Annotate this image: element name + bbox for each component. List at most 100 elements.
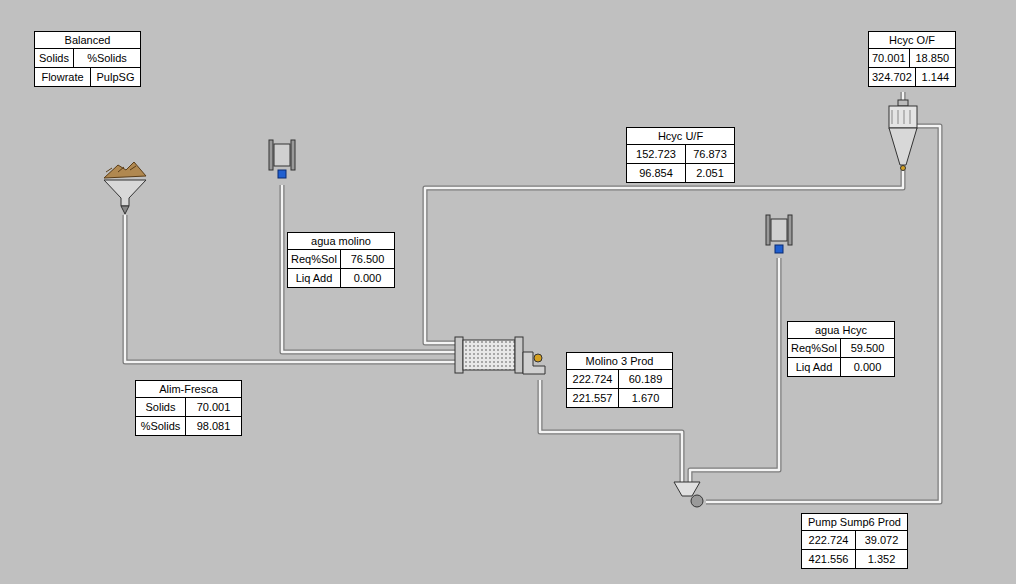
value: 39.072 [865,534,899,546]
table-row: Solids %Solids [35,49,140,67]
value: 1.670 [632,392,660,404]
table-cell: 60.189 [619,370,672,388]
pipes [125,92,940,502]
field-name: %Solids [141,420,181,432]
table-row: %Solids 98.081 [136,416,241,435]
table-row: 152.723 76.873 [627,145,734,163]
value: 2.051 [696,167,724,179]
feed-hopper [104,162,146,214]
pipe [706,126,940,502]
value: 18.850 [916,52,950,64]
box-title: Pump Sump6 Prod [802,514,907,531]
field-name: PulpSG [97,71,135,83]
table-cell: 76.500 [341,250,394,268]
table-row: Solids 70.001 [136,398,241,416]
value: 421.556 [809,553,849,565]
table-cell: 0.000 [841,358,894,376]
table-row: 70.001 18.850 [869,49,955,67]
table-cell: 0.000 [341,269,394,287]
table-row: Liq Add 0.000 [788,357,894,376]
stream-data-box: Pump Sump6 Prod 222.724 39.072 421.556 1.352 [801,513,908,569]
table-cell: 1.352 [856,550,907,568]
hydrocyclone [889,100,917,171]
field-name: Req%Sol [791,342,837,354]
feed-data-box: Alim-FrescaSolids 70.001 %Solids 98.081 [135,380,242,436]
table-cell: 1.670 [619,389,672,407]
water-valve [766,215,792,253]
table-cell: 222.724 [802,531,856,549]
table-cell: Req%Sol [788,339,841,357]
table-row: 324.702 1.144 [869,67,955,86]
field-name: 76.500 [351,253,385,265]
field-name: 59.500 [851,342,885,354]
key-table: BalancedSolids%SolidsFlowratePulpSG [34,31,141,87]
value: 60.189 [629,373,663,385]
table-cell: 324.702 [869,68,916,86]
field-name: Flowrate [41,71,83,83]
pipe [690,258,779,482]
table-cell: PulpSG [91,68,140,86]
table-cell: 152.723 [627,145,686,163]
value: 96.854 [639,167,673,179]
field-name: Req%Sol [291,253,337,265]
value: 70.001 [197,401,231,413]
table-cell: 222.724 [567,370,619,388]
value: 70.001 [872,52,906,64]
table-cell: Liq Add [788,358,841,376]
value: 1.144 [922,71,950,83]
field-name: Liq Add [796,361,833,373]
field-name: 0.000 [354,272,382,284]
ball-mill [455,337,545,374]
table-cell: 98.081 [186,417,241,435]
stream-data-box: Hcyc U/F152.72376.87396.8542.051 [626,127,735,183]
stream-data-box: Molino 3 Prod222.724 60.189 221.557 1.670 [566,352,673,408]
stream-data-box: Hcyc O/F 70.001 18.850 324.702 1.144 [868,31,956,87]
box-title: Molino 3 Prod [567,353,672,370]
table-cell: 221.557 [567,389,619,407]
table-cell: 421.556 [802,550,856,568]
table-cell: Req%Sol [288,250,341,268]
table-cell: Solids [35,49,74,67]
table-row: Flowrate PulpSG [35,67,140,86]
table-cell: Solids [136,398,186,416]
value: 221.557 [573,392,613,404]
pipe [425,170,903,343]
value: 98.081 [197,420,231,432]
box-title: Alim-Fresca [136,381,241,398]
table-cell: 76.873 [686,145,734,163]
field-name: 0.000 [854,361,882,373]
table-row: 96.854 2.051 [627,163,734,182]
box-title: Hcyc O/F [869,32,955,49]
value: 222.724 [809,534,849,546]
field-name: Solids [39,52,69,64]
table-cell: %Solids [74,49,140,67]
water-valve [269,140,295,178]
field-name: Liq Add [296,272,333,284]
table-row: Liq Add 0.000 [288,268,394,287]
value: 1.352 [868,553,896,565]
table-row: Req%Sol 59.500 [788,339,894,357]
field-name: %Solids [87,52,127,64]
table-row: 222.724 60.189 [567,370,672,388]
table-row: Req%Sol 76.500 [288,250,394,268]
table-cell: 70.001 [186,398,241,416]
table-cell: Flowrate [35,68,91,86]
field-name: Solids [146,401,176,413]
table-cell: %Solids [136,417,186,435]
pump-sump [674,482,703,507]
table-cell: 70.001 [869,49,910,67]
table-cell: 2.051 [686,164,734,182]
table-cell: 18.850 [910,49,955,67]
table-cell: 1.144 [916,68,955,86]
table-cell: 59.500 [841,339,894,357]
value: 152.723 [636,148,676,160]
water-addition-box: agua molinoReq%Sol76.500Liq Add0.000 [287,232,395,288]
box-title: agua Hcyc [788,322,894,339]
pipe [125,215,455,362]
table-cell: Liq Add [288,269,341,287]
table-cell: 96.854 [627,164,686,182]
table-row: 222.724 39.072 [802,531,907,549]
value: 324.702 [872,71,912,83]
